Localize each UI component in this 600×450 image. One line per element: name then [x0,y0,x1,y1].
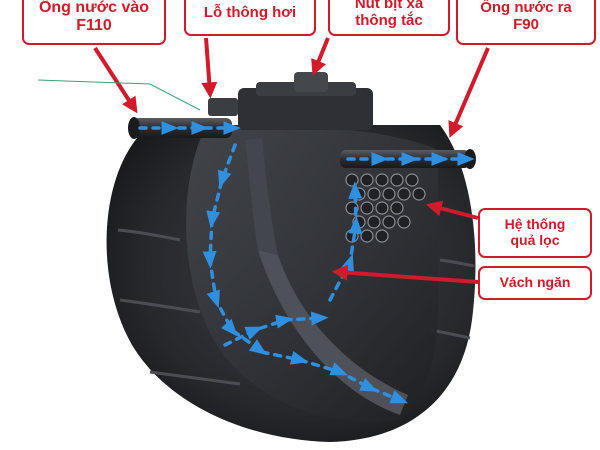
filter-ball [375,201,389,215]
descending-flow-arrow [202,143,268,356]
filter-ball [405,173,419,187]
filter-ball [367,187,381,201]
tank-neck [238,72,373,130]
filter-ball [390,201,404,215]
filter-ball [360,201,374,215]
filter-ball [397,187,411,201]
vent-callout: Lỗ thông hơi [184,0,316,36]
filter-leader [425,200,479,220]
flow-arrows [138,121,475,404]
baffle-leader [331,264,479,284]
filter-ball [375,229,389,243]
plug-leader [311,37,330,76]
filter-ball [397,215,411,229]
filter-ball [390,173,404,187]
filter-ball [382,215,396,229]
filter-ball [367,215,381,229]
guide-line [37,79,201,111]
baffle-callout: Vách ngăn [478,266,592,300]
rising-flow-arrow [328,181,363,302]
filter-ball [360,173,374,187]
inlet-label-line1: Ống nước vào [38,0,150,16]
vent-label: Lỗ thông hơi [203,3,297,21]
cleanout-plug-callout: Nút bịt xả thông tắc [328,0,450,36]
bottom-flow-arrow [260,350,409,404]
inlet-leader [93,46,138,114]
filter-ball [412,187,426,201]
leader-arrows [93,37,490,284]
crossing-flow-arrow [223,311,329,347]
filter-ball [345,173,359,187]
filter-ball [360,229,374,243]
outlet-label-line2: F90 [513,15,539,33]
vent-cap [208,98,238,116]
outlet-pipe-callout: Ống nước ra F90 [456,0,596,45]
inlet-pipe-callout: Ống nước vào F110 [22,0,166,45]
filter-label-line1: Hệ thống [504,216,566,233]
baffle-label: Vách ngăn [499,274,571,291]
filter-system-callout: Hệ thống quả lọc [478,208,592,258]
plug-label-line1: Nút bịt xả [354,0,424,13]
outlet-label-line1: Ống nước ra [480,0,572,16]
filter-ball [375,173,389,187]
vent-leader [201,37,218,99]
filter-ball [382,187,396,201]
filter-label-line2: quả lọc [510,232,560,248]
inlet-label-line2: F110 [76,16,112,34]
outlet-leader [448,47,490,138]
plug-label-line2: thông tắc [355,12,423,29]
